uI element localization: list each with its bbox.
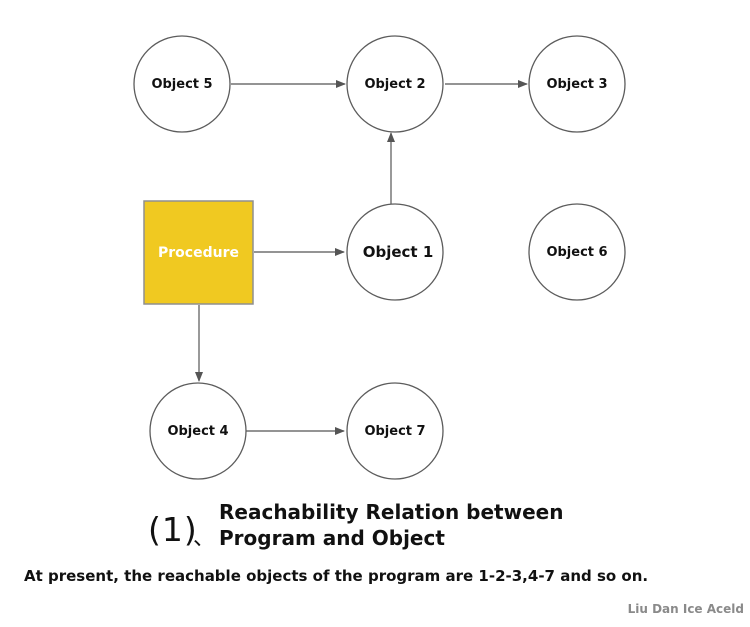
description-text: At present, the reachable objects of the… (24, 567, 649, 585)
object5-node: Object 5 (133, 35, 231, 133)
caption-title: Reachability Relation between Program an… (219, 499, 579, 551)
object5-label: Object 5 (151, 77, 212, 92)
object4-label: Object 4 (167, 424, 228, 439)
object1-node: Object 1 (346, 203, 444, 301)
caption-index: (1) (148, 510, 198, 549)
object6-node: Object 6 (528, 203, 626, 301)
caption-title-line1: Reachability Relation between (219, 500, 564, 524)
object7-label: Object 7 (364, 424, 425, 439)
object2-node: Object 2 (346, 35, 444, 133)
caption-separator: 、 (193, 526, 216, 551)
object1-label: Object 1 (363, 243, 434, 261)
object3-node: Object 3 (528, 35, 626, 133)
watermark-text: Liu Dan Ice Aceld (627, 602, 744, 616)
object6-label: Object 6 (546, 245, 607, 260)
caption-title-line2: Program and Object (219, 526, 445, 550)
procedure-label: Procedure (158, 245, 239, 261)
object7-node: Object 7 (346, 382, 444, 480)
procedure-node: Procedure (143, 200, 254, 305)
object4-node: Object 4 (149, 382, 247, 480)
object3-label: Object 3 (546, 77, 607, 92)
object2-label: Object 2 (364, 77, 425, 92)
edges (195, 80, 528, 435)
